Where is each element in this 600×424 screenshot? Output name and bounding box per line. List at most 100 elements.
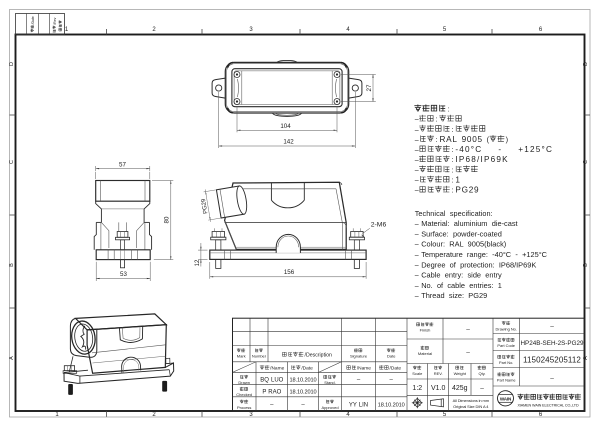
- svg-text:–: –: [301, 402, 305, 408]
- svg-text:–: –: [415, 167, 419, 174]
- svg-text:Mark: Mark: [237, 354, 246, 359]
- svg-text:5: 5: [443, 412, 447, 418]
- svg-text:1: 1: [55, 412, 59, 418]
- svg-text:4: 4: [346, 412, 350, 418]
- svg-text:Thread size: PG29: Thread size: PG29: [421, 291, 487, 300]
- svg-text:Approved: Approved: [321, 405, 338, 410]
- svg-text:Material: Material: [418, 351, 432, 356]
- svg-text:REV.: REV.: [434, 371, 443, 376]
- svg-text:–: –: [390, 377, 394, 383]
- svg-text:–: –: [415, 221, 419, 228]
- svg-text:C: C: [583, 160, 589, 164]
- svg-text:–: –: [270, 402, 274, 408]
- svg-text:1: 1: [455, 176, 460, 185]
- svg-text:Cable entry: side entry: Cable entry: side entry: [421, 271, 502, 280]
- svg-text:2-M6: 2-M6: [371, 222, 387, 229]
- svg-text::: :: [451, 155, 453, 164]
- svg-text:1:2: 1:2: [412, 385, 422, 392]
- svg-text:6: 6: [539, 27, 543, 33]
- svg-text:–: –: [466, 349, 470, 356]
- svg-text:Surface: powder-coated: Surface: powder-coated: [421, 229, 502, 238]
- svg-text:–: –: [415, 242, 419, 249]
- svg-text:/Date: /Date: [301, 366, 313, 372]
- svg-text:Signature: Signature: [350, 354, 368, 359]
- svg-text:Qty.: Qty.: [478, 371, 485, 376]
- svg-text::: :: [451, 145, 453, 154]
- svg-text:2: 2: [152, 27, 156, 33]
- svg-text:27: 27: [366, 84, 373, 91]
- svg-text:YY LIN: YY LIN: [349, 402, 368, 408]
- svg-text:Technical specification:: Technical specification:: [415, 209, 493, 218]
- svg-text:–: –: [480, 385, 484, 392]
- svg-text:156: 156: [284, 269, 295, 276]
- svg-text:Material: aluminium die-cast: Material: aluminium die-cast: [421, 219, 517, 228]
- svg-text:104: 104: [280, 123, 291, 130]
- svg-text:All Dimensions in mm: All Dimensions in mm: [453, 398, 490, 403]
- svg-text:V1.0: V1.0: [431, 385, 446, 392]
- svg-text:–: –: [415, 293, 419, 300]
- svg-text:B: B: [583, 263, 589, 267]
- svg-text:C: C: [9, 160, 15, 164]
- svg-text:–: –: [415, 262, 419, 269]
- svg-text:Drawn: Drawn: [238, 380, 250, 385]
- svg-text:Part Code: Part Code: [497, 343, 515, 348]
- svg-text:–: –: [415, 137, 419, 144]
- svg-text::: :: [451, 186, 453, 195]
- svg-text:–: –: [415, 157, 419, 164]
- svg-text:–: –: [415, 252, 419, 259]
- svg-text:2: 2: [152, 412, 156, 418]
- svg-text:Scale: Scale: [412, 371, 423, 376]
- svg-text:Part No.: Part No.: [499, 360, 513, 365]
- svg-text:80: 80: [164, 216, 171, 223]
- svg-text:A: A: [9, 356, 15, 360]
- svg-text:6: 6: [539, 412, 543, 418]
- svg-text:PG29: PG29: [201, 197, 210, 214]
- svg-text:4: 4: [346, 27, 350, 33]
- svg-text:–: –: [415, 127, 419, 134]
- svg-text:12: 12: [195, 259, 201, 266]
- svg-text:B: B: [9, 263, 15, 267]
- svg-text:Original Size DIN A 4: Original Size DIN A 4: [453, 404, 489, 409]
- svg-text::: :: [451, 125, 453, 134]
- svg-text:3: 3: [249, 27, 253, 33]
- svg-text:WAIN: WAIN: [500, 397, 512, 402]
- svg-text:Process: Process: [237, 405, 251, 410]
- svg-text:1150245205112: 1150245205112: [523, 355, 581, 364]
- svg-text:18.10.2010: 18.10.2010: [290, 378, 317, 384]
- svg-text:425g: 425g: [452, 385, 468, 392]
- svg-text::: :: [451, 176, 453, 185]
- svg-text:/Name: /Name: [357, 366, 371, 372]
- svg-text:–: –: [415, 231, 419, 238]
- svg-text::: :: [436, 135, 438, 144]
- svg-text:Weight: Weight: [454, 371, 467, 376]
- svg-text:–: –: [415, 147, 419, 154]
- svg-text:–: –: [550, 375, 554, 382]
- svg-text:53: 53: [120, 271, 127, 278]
- svg-text:/Description: /Description: [305, 353, 333, 359]
- svg-text:18.10.2010: 18.10.2010: [290, 390, 317, 396]
- svg-text:): ): [506, 135, 508, 144]
- svg-text:D: D: [583, 62, 589, 66]
- svg-text:XIAMEN WAIN ELECTRICAL CO.,LTD: XIAMEN WAIN ELECTRICAL CO.,LTD: [517, 403, 578, 407]
- svg-text:/Date: /Date: [390, 366, 402, 372]
- svg-text:Finish: Finish: [420, 328, 431, 333]
- svg-text:Degree of protection: IP68/: Degree of protection: IP68/IP69K: [421, 260, 536, 269]
- svg-text:PG29: PG29: [455, 186, 479, 195]
- svg-text:18.10.2010: 18.10.2010: [378, 402, 405, 408]
- svg-text:Temperature range: -40°C -: Temperature range: -40°C - +125°C: [421, 250, 547, 259]
- svg-text::: :: [451, 165, 453, 174]
- svg-text:–: –: [466, 326, 470, 333]
- svg-text:1: 1: [65, 27, 69, 33]
- svg-text:/Rev: /Rev: [53, 17, 57, 24]
- svg-text:P RAO: P RAO: [262, 390, 281, 396]
- svg-text:No. of cable entries: 1: No. of cable entries: 1: [421, 281, 502, 290]
- svg-text:–: –: [550, 324, 554, 331]
- svg-text:5: 5: [443, 27, 447, 33]
- svg-text:BQ LUO: BQ LUO: [260, 378, 283, 384]
- svg-text:/Name: /Name: [270, 366, 284, 372]
- svg-text:3: 3: [249, 412, 253, 418]
- svg-text:142: 142: [283, 139, 294, 146]
- svg-text::: :: [448, 105, 450, 114]
- svg-text:Checked: Checked: [236, 392, 252, 397]
- svg-text::: :: [436, 115, 438, 124]
